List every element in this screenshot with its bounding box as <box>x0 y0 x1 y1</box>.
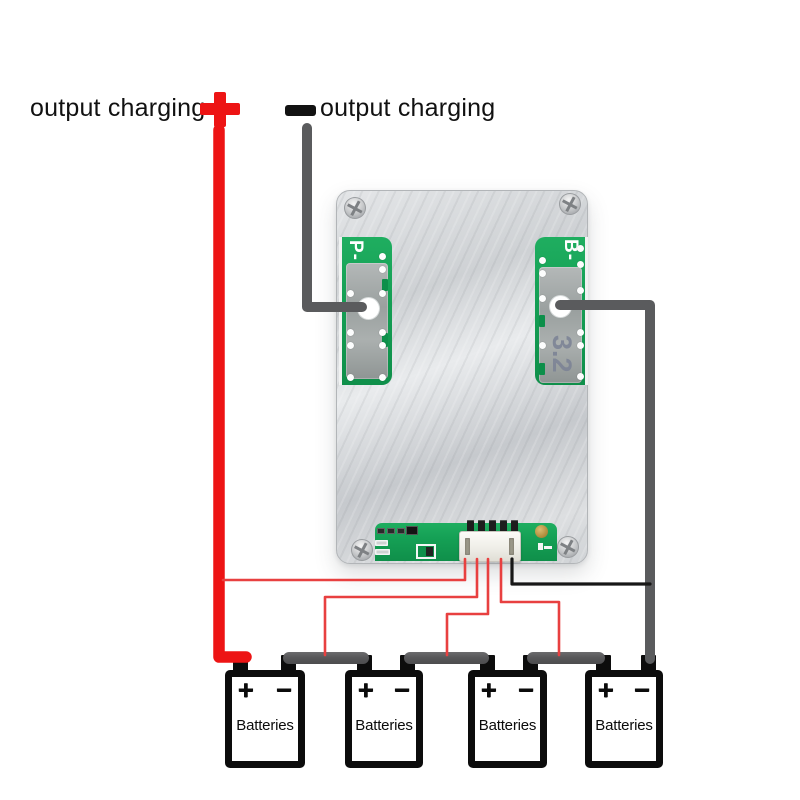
via-hole <box>539 295 546 302</box>
silkscreen-mark <box>538 543 543 550</box>
battery-minus-symbol: − <box>634 675 650 705</box>
balance-wire-black <box>510 557 652 586</box>
balance-wire-4 <box>499 557 561 657</box>
via-hole <box>379 266 386 273</box>
smd-resistor <box>387 528 395 534</box>
pack-negative-wire <box>555 300 655 664</box>
battery-plus-symbol: + <box>481 675 497 705</box>
connector-pin <box>467 520 474 532</box>
pcb-detail <box>382 279 388 291</box>
smd-resistor <box>377 528 385 534</box>
via-hole <box>379 290 386 297</box>
via-hole <box>347 290 354 297</box>
connector-slot <box>509 538 514 555</box>
smd-chip <box>406 526 418 535</box>
battery-cell-3: + − Batteries <box>468 670 547 768</box>
negative-terminal-icon <box>285 105 316 116</box>
battery-minus-symbol: − <box>518 675 534 705</box>
pcb-detail <box>539 315 545 327</box>
via-hole <box>379 374 386 381</box>
balance-connector <box>459 531 521 562</box>
busbar-1 <box>283 652 369 664</box>
pcb-detail <box>382 333 388 347</box>
via-hole <box>379 329 386 336</box>
smd-resistor <box>375 540 388 546</box>
plus-bar-vertical <box>214 92 226 127</box>
battery-cell-2: + − Batteries <box>345 670 423 768</box>
battery-label: Batteries <box>478 717 537 734</box>
smd-resistor <box>375 549 390 555</box>
busbar-2 <box>404 652 489 664</box>
via-hole <box>577 373 584 380</box>
via-hole <box>379 253 386 260</box>
battery-plus-symbol: + <box>358 675 374 705</box>
battery-cell-4: + − Batteries <box>585 670 663 768</box>
via-hole <box>347 374 354 381</box>
bms-board: P- B- 3.2 <box>336 189 588 565</box>
silkscreen-mark <box>544 546 552 549</box>
battery-plus-symbol: + <box>598 675 614 705</box>
battery-label: Batteries <box>595 717 653 734</box>
via-hole <box>577 342 584 349</box>
positive-terminal-icon <box>200 92 240 127</box>
output-charging-negative-label: output charging <box>320 94 496 122</box>
pcb-detail <box>539 363 545 375</box>
battery-minus-symbol: − <box>394 675 410 705</box>
via-hole <box>539 257 546 264</box>
via-hole <box>379 342 386 349</box>
output-charging-positive-label: output charging <box>30 94 206 122</box>
connector-pin <box>478 520 485 532</box>
connector-pin <box>511 520 518 532</box>
tinned-pad-area <box>539 267 582 383</box>
balance-wire-1 <box>221 557 467 582</box>
busbar-3 <box>527 652 605 664</box>
battery-plus-symbol: + <box>238 675 254 705</box>
smd-resistor <box>397 528 405 534</box>
via-hole <box>577 329 584 336</box>
connector-pin <box>500 520 507 532</box>
negative-output-wire <box>302 123 367 312</box>
connector-pin <box>489 520 496 532</box>
gold-test-point <box>535 525 548 538</box>
battery-minus-symbol: − <box>276 675 292 705</box>
pcb-strip-bottom <box>375 520 557 562</box>
via-hole <box>577 245 584 252</box>
via-hole <box>539 342 546 349</box>
via-hole <box>577 261 584 268</box>
pcb-strip-left: P- <box>339 237 392 385</box>
battery-label: Batteries <box>355 717 413 734</box>
battery-label: Batteries <box>236 717 294 734</box>
balance-wire-2 <box>323 557 479 657</box>
via-hole <box>539 270 546 277</box>
via-hole <box>577 287 584 294</box>
positive-output-wire <box>213 124 252 663</box>
smd-component <box>416 544 436 559</box>
battery-cell-1: + − Batteries <box>225 670 305 768</box>
balance-wire-3 <box>445 557 490 657</box>
connector-slot <box>465 538 470 555</box>
tinned-pad-area <box>346 263 388 379</box>
via-hole <box>347 342 354 349</box>
via-hole <box>347 329 354 336</box>
pcb-strip-right: B- 3.2 <box>535 237 588 385</box>
